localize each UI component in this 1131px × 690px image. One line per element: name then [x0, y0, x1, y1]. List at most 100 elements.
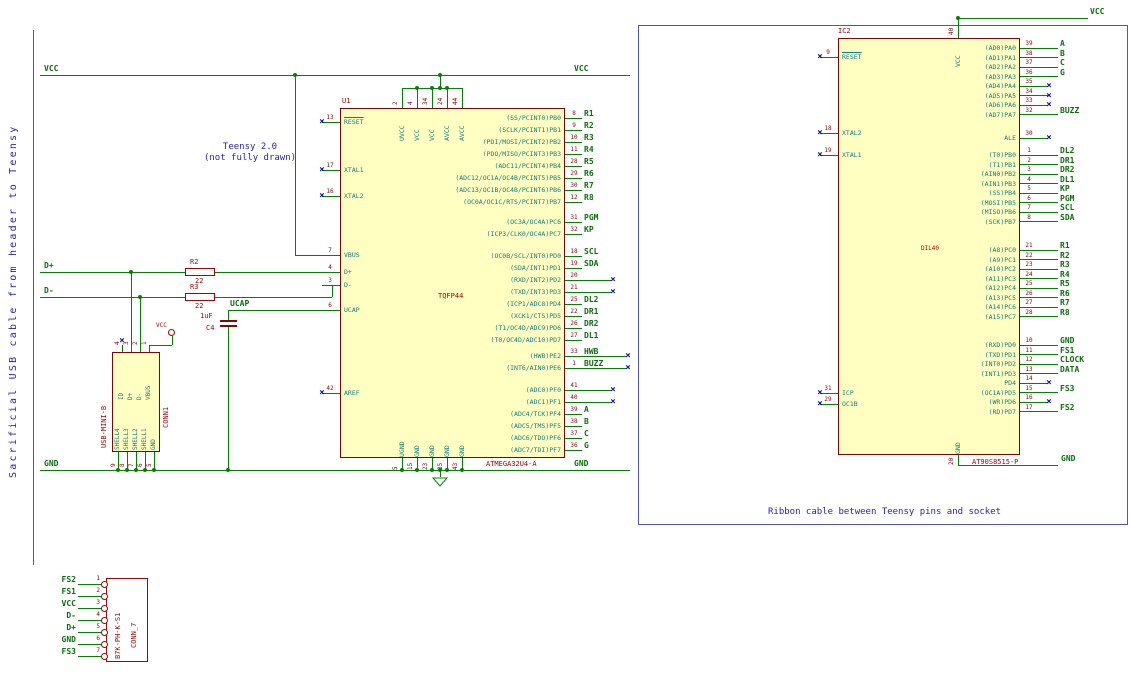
- pin-name: RESET: [344, 118, 364, 126]
- wire: [227, 327, 229, 470]
- pin-name: (RD)PD7: [988, 407, 1016, 416]
- wire: [565, 201, 582, 203]
- pin-number: 37: [1025, 59, 1033, 66]
- pin-number: 4: [1027, 175, 1031, 183]
- pin-circle: [101, 616, 108, 624]
- wire: [1020, 192, 1058, 194]
- wire: [1020, 211, 1058, 213]
- wire: [565, 367, 627, 369]
- c4-plate-bottom: [220, 325, 237, 327]
- pin-number: 37: [570, 430, 578, 437]
- net-label: PGM: [584, 213, 599, 222]
- pin-number: 43: [452, 462, 459, 470]
- wire: [148, 345, 150, 352]
- u1-footprint: TQFP44: [438, 292, 464, 300]
- pin-number: 17: [326, 162, 334, 169]
- pin-number: 2: [392, 101, 399, 105]
- pin-number: 11: [570, 146, 578, 153]
- pin-number: 16: [326, 188, 334, 195]
- net-label: R2: [584, 121, 594, 130]
- no-connect-icon: ×: [319, 165, 325, 175]
- pin-name: (ADC4/TCK)PF4: [510, 410, 561, 418]
- junction-dot: [415, 86, 419, 90]
- pin-number: 23: [422, 462, 429, 470]
- wire: [1020, 164, 1058, 165]
- pin-name: (SCK)PB7: [984, 217, 1016, 226]
- pin-name: (ICP3/CLK0/OC4A)PC7: [486, 230, 561, 238]
- net-label: FS2: [61, 575, 76, 584]
- pin-name: (OC0A/OC1C/RTS/PCINT7)PB7: [463, 198, 561, 206]
- wire: [1020, 382, 1048, 384]
- wire: [40, 74, 630, 76]
- wire: [227, 310, 229, 320]
- net-label: R5: [1060, 279, 1070, 288]
- net-label: R4: [1060, 269, 1070, 279]
- pin-name: (A12)PC4: [984, 284, 1016, 292]
- wire: [295, 254, 340, 256]
- no-connect-icon: ×: [1046, 90, 1052, 101]
- pin-name: (A11)PC3: [984, 274, 1016, 283]
- wire: [139, 345, 141, 352]
- wire: [439, 75, 441, 88]
- ic2-ref: IC2: [838, 27, 851, 35]
- r2-value: 22: [195, 277, 204, 285]
- wire: [820, 392, 838, 394]
- pin-name: (A13)PC5: [984, 293, 1016, 302]
- wire: [40, 469, 630, 471]
- net-label: VCC: [61, 599, 76, 608]
- no-connect-icon: ×: [817, 388, 823, 398]
- conn7-part-label: B7K-PH-K-S1: [114, 612, 122, 659]
- left-frame-line: [33, 30, 34, 565]
- ic2-vcc-label: VCC: [1090, 7, 1105, 16]
- pin-circle: [101, 580, 108, 588]
- wire: [1020, 259, 1058, 260]
- wire: [322, 195, 340, 197]
- wire: [820, 403, 838, 405]
- pin-number: 40: [948, 27, 955, 35]
- net-label: FS3: [1060, 383, 1075, 393]
- pin-number: 35: [1025, 78, 1033, 85]
- no-connect-icon: ×: [1046, 397, 1052, 407]
- net-label: SCL: [584, 247, 599, 256]
- no-connect-icon: ×: [319, 388, 325, 398]
- wire: [565, 291, 612, 293]
- net-label: BUZZ: [584, 359, 604, 368]
- pin-name: (OC3A/OC4A)PC6: [506, 218, 561, 226]
- pin-number: 32: [1025, 106, 1033, 114]
- pin-number: 12: [1025, 356, 1033, 363]
- pin-name: (SCLK/PCINT1)PB1: [498, 126, 561, 134]
- pin-circle: [101, 640, 108, 648]
- wire: [78, 631, 104, 633]
- net-label: FS1: [61, 587, 76, 596]
- pin-number: 21: [1025, 242, 1033, 249]
- pin-number: 6: [137, 463, 144, 467]
- pin-name: (ADC0)PF0: [525, 386, 561, 394]
- wire: [1020, 173, 1058, 175]
- wire: [1020, 47, 1058, 49]
- pin-name: (INT1)PD3: [980, 369, 1016, 378]
- net-label: BUZZ: [1060, 105, 1080, 115]
- pin-circle: [101, 628, 108, 636]
- pin-number: 11: [1025, 346, 1033, 354]
- pin-number: 19: [570, 260, 578, 267]
- wire: [401, 88, 403, 108]
- pin-name: (ADC11/PCINT4)PB4: [494, 162, 561, 170]
- ic2-value: AT90S8515-P: [972, 458, 1019, 466]
- wire: [565, 413, 582, 415]
- gnd-symbol: [431, 477, 449, 487]
- no-connect-icon: ×: [817, 52, 823, 62]
- net-label: R7: [1060, 298, 1070, 307]
- no-connect-icon: ×: [610, 275, 616, 285]
- vcc-power-symbol: [168, 329, 175, 336]
- net-label: R4: [584, 145, 594, 154]
- junction-dot: [293, 73, 297, 77]
- pin-name: (OC0B/SCL/INT0)PD0: [490, 252, 561, 260]
- pin-name: SHELL4: [114, 428, 121, 450]
- pin-name: SHELL2: [132, 428, 139, 450]
- pin-number: 8: [1027, 213, 1031, 221]
- pin-name: UGND: [398, 441, 406, 457]
- wire: [1020, 287, 1058, 289]
- pin-number: 18: [824, 125, 832, 132]
- wire: [461, 88, 463, 108]
- pin-number: 6: [1027, 194, 1031, 202]
